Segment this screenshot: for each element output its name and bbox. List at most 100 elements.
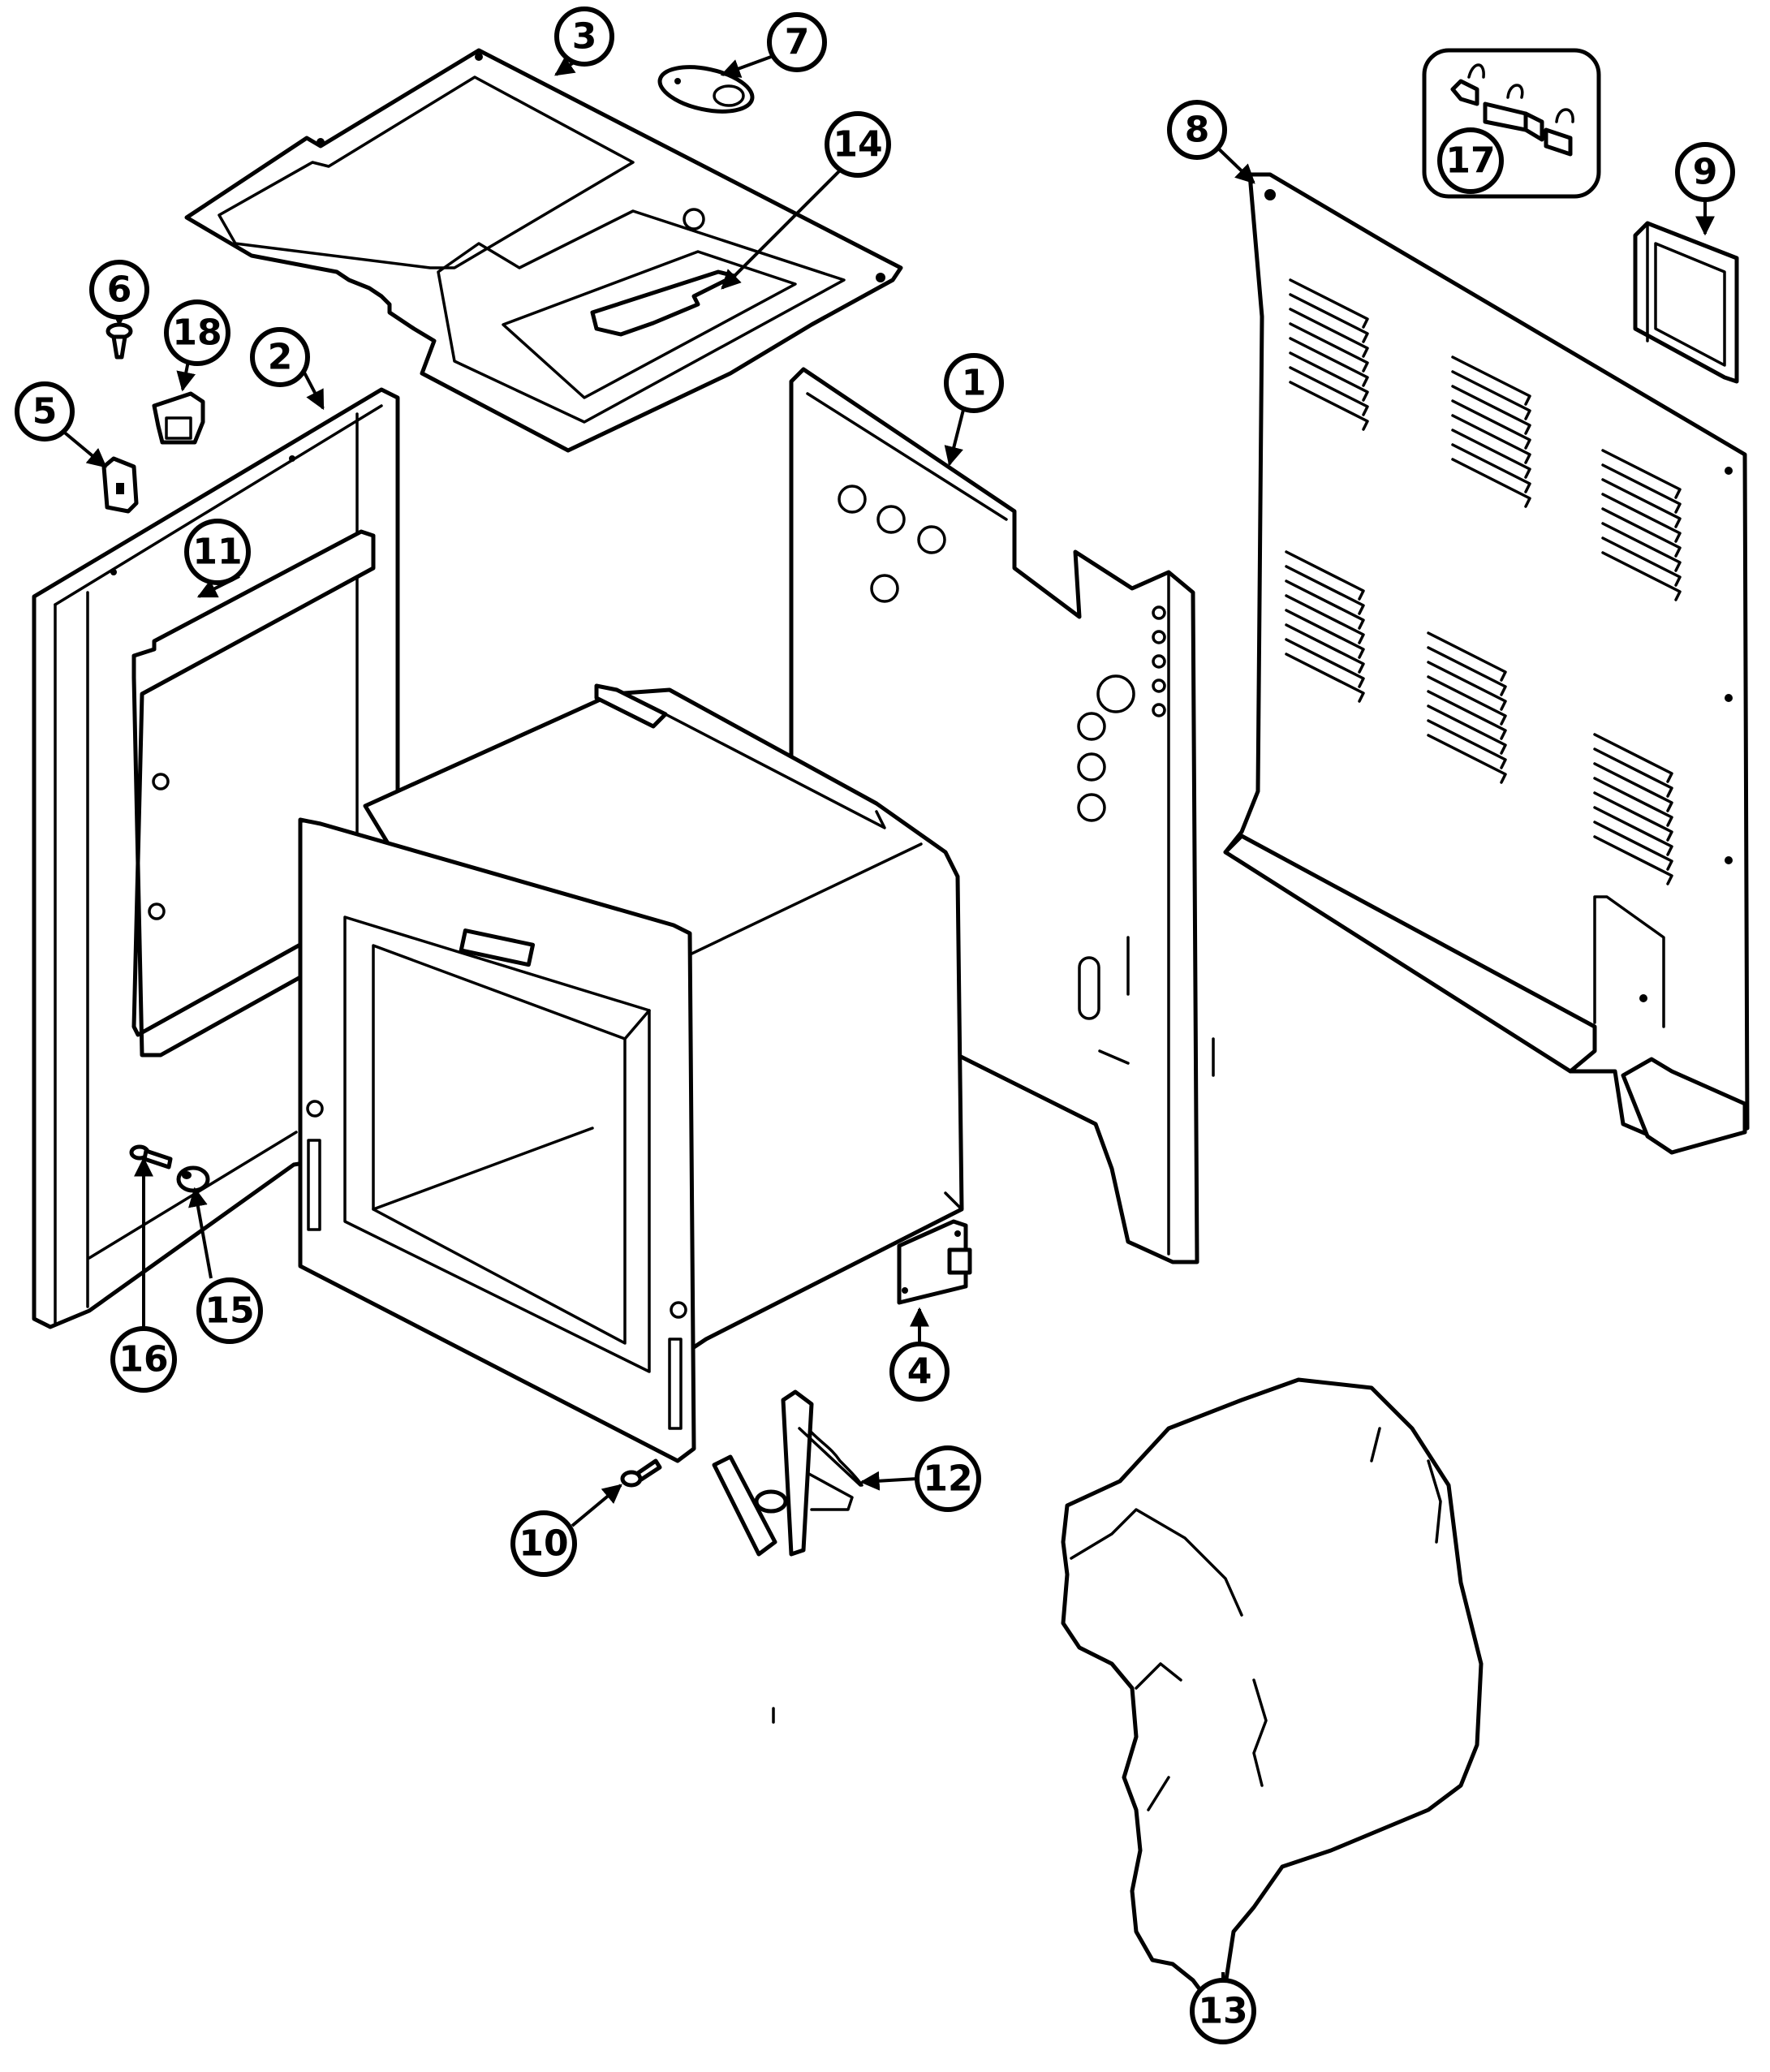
vent-slot <box>1601 493 1682 543</box>
callout-8[interactable]: 8 <box>1167 100 1227 160</box>
svg-text:16: 16 <box>118 1339 168 1381</box>
vent-slot <box>1601 551 1682 601</box>
svg-text:17: 17 <box>1445 140 1495 182</box>
vent-slot <box>1451 399 1531 450</box>
vent-slot <box>1451 429 1531 479</box>
vent-slot <box>1427 719 1507 769</box>
vent-slot <box>1601 522 1682 572</box>
vent-slot <box>1285 638 1365 688</box>
vent-slot <box>1451 370 1531 420</box>
svg-text:12: 12 <box>923 1458 972 1500</box>
vent-slot <box>1289 308 1369 358</box>
callout-17[interactable]: 17 <box>1437 127 1504 194</box>
vent-slot <box>1601 478 1682 528</box>
screw-part-6 <box>106 322 133 360</box>
vent-slot <box>1593 791 1673 842</box>
vent-slot <box>1601 507 1682 558</box>
callout-13[interactable]: 13 <box>1190 1978 1256 2044</box>
svg-text:18: 18 <box>172 312 222 354</box>
svg-text:6: 6 <box>107 269 132 311</box>
svg-text:3: 3 <box>572 16 597 58</box>
callout-5[interactable]: 5 <box>15 381 75 442</box>
vent-slot <box>1451 458 1531 508</box>
plug-part-18 <box>152 391 205 445</box>
back-panel-part-8 <box>1223 172 1750 1155</box>
svg-text:5: 5 <box>32 391 58 433</box>
vent-slot <box>1289 337 1369 387</box>
grommet-part-15 <box>176 1165 210 1193</box>
callout-9[interactable]: 9 <box>1675 142 1735 202</box>
vent-slot <box>1427 704 1507 755</box>
vent-slot <box>1285 579 1365 630</box>
vent-slots <box>1285 278 1682 885</box>
callout-2[interactable]: 2 <box>250 327 310 387</box>
bracket-part-9 <box>1633 221 1739 384</box>
vent-slot <box>1285 550 1365 601</box>
svg-text:1: 1 <box>962 363 987 404</box>
vent-slot <box>1593 762 1673 812</box>
vent-slot <box>1289 293 1369 343</box>
callout-14[interactable]: 14 <box>825 111 891 178</box>
vent-slot <box>1289 278 1369 329</box>
clip-part-5 <box>101 456 139 514</box>
callout-3[interactable]: 3 <box>554 6 614 67</box>
callouts: 1 2 3 4 5 6 7 8 9 10 11 <box>15 6 1735 2044</box>
callout-10[interactable]: 10 <box>510 1510 577 1577</box>
insulation-part-13 <box>1061 1377 1484 1999</box>
vent-slot <box>1427 631 1507 682</box>
callout-18[interactable]: 18 <box>164 299 230 366</box>
callout-15[interactable]: 15 <box>196 1277 263 1344</box>
screw-part-16 <box>129 1144 173 1170</box>
vent-slot <box>1289 381 1369 431</box>
svg-text:9: 9 <box>1693 152 1718 193</box>
hinge-part-12 <box>712 1389 863 1557</box>
callout-1[interactable]: 1 <box>944 353 1004 413</box>
vent-slot <box>1451 385 1531 435</box>
vent-slot <box>1451 443 1531 493</box>
vent-slot <box>1289 351 1369 402</box>
callout-4[interactable]: 4 <box>889 1342 950 1402</box>
vent-slot <box>1285 653 1365 703</box>
oven-cavity <box>298 683 964 1463</box>
vent-slot <box>1427 734 1507 784</box>
vent-slot <box>1601 449 1682 499</box>
svg-text:7: 7 <box>785 22 810 63</box>
screw-part-10 <box>620 1458 662 1488</box>
svg-text:11: 11 <box>192 532 242 573</box>
vent-slot <box>1289 322 1369 373</box>
vent-slot <box>1593 806 1673 856</box>
vent-slot <box>1427 646 1507 696</box>
vent-slot <box>1285 565 1365 615</box>
vent-slot <box>1593 747 1673 798</box>
vent-slot <box>1593 733 1673 783</box>
svg-text:8: 8 <box>1185 110 1210 151</box>
vent-slot <box>1427 690 1507 740</box>
svg-text:10: 10 <box>519 1523 568 1565</box>
vent-slot <box>1451 414 1531 464</box>
callout-16[interactable]: 16 <box>110 1326 177 1393</box>
callout-7[interactable]: 7 <box>767 12 827 72</box>
svg-text:14: 14 <box>833 124 882 166</box>
svg-text:15: 15 <box>205 1290 254 1332</box>
vent-slot <box>1593 821 1673 871</box>
callout-11[interactable]: 11 <box>184 519 251 585</box>
vent-slot <box>1285 623 1365 674</box>
bracket-part-4 <box>897 1219 972 1305</box>
vent-slot <box>1601 463 1682 514</box>
button-part-7 <box>657 65 755 114</box>
callout-6[interactable]: 6 <box>89 260 149 320</box>
vent-slot <box>1593 835 1673 885</box>
vent-slot <box>1289 366 1369 416</box>
vent-slot <box>1427 661 1507 711</box>
vent-slot <box>1285 609 1365 659</box>
vent-slot <box>1593 777 1673 827</box>
vent-slot <box>1285 594 1365 644</box>
svg-text:13: 13 <box>1198 1991 1247 2032</box>
vent-slot <box>1451 355 1531 406</box>
top-panel-part-3 <box>184 48 903 453</box>
svg-text:4: 4 <box>907 1351 932 1393</box>
callout-12[interactable]: 12 <box>915 1445 981 1512</box>
vent-slot <box>1427 675 1507 726</box>
